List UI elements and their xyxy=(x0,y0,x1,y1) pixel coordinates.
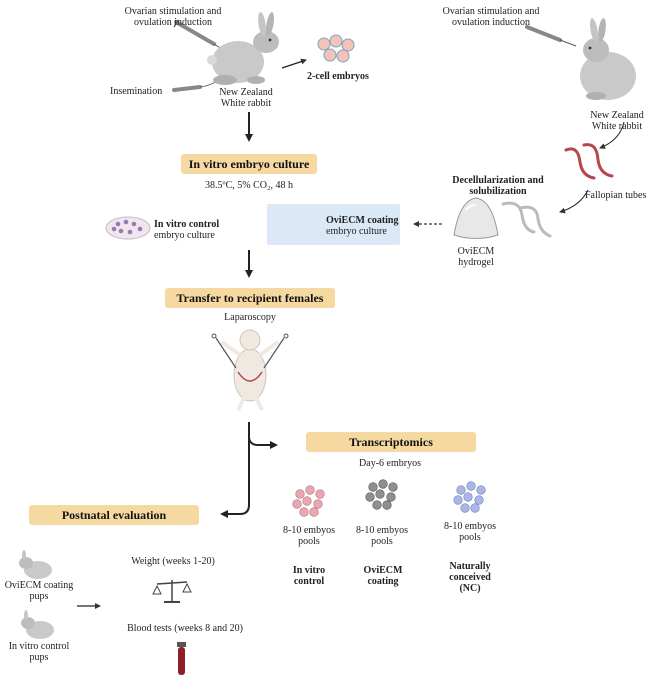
postnatal-banner: Postnatal evaluation xyxy=(29,505,199,525)
group-control: In vitro control xyxy=(292,565,326,587)
control-culture-label: In vitro control embryo culture xyxy=(154,219,219,241)
culture-banner: In vitro embryo culture xyxy=(181,154,317,174)
arrow-to-postnatal xyxy=(220,432,250,518)
decellularized-tubes-icon xyxy=(501,201,552,238)
rabbit-icon xyxy=(580,18,636,100)
scale-icon xyxy=(152,580,192,603)
ovarian-label-right: Ovarian stimulation and ovulation induct… xyxy=(442,6,540,28)
rabbit-label-left: New Zealand White rabbit xyxy=(219,87,273,109)
weight-label: Weight (weeks 1-20) xyxy=(131,556,215,567)
syringe-icon xyxy=(525,25,577,47)
pool-label-control: 8-10 embyos pools xyxy=(283,525,335,547)
day6-label: Day-6 embryos xyxy=(359,458,421,469)
embryos-label: 2-cell embryos xyxy=(307,71,369,82)
laparoscopy-label: Laparoscopy xyxy=(224,312,276,323)
arrow-to-fallopian xyxy=(599,121,625,149)
fallopian-tubes-icon xyxy=(564,143,614,180)
pup-icon xyxy=(19,550,52,579)
insemination-label: Insemination xyxy=(110,86,163,97)
group-coating: OviECM coating xyxy=(363,565,403,587)
embryos-icon xyxy=(317,34,355,63)
pool-label-nc: 8-10 embyos pools xyxy=(444,521,496,543)
pup-icon xyxy=(21,610,54,639)
pups-control-label: In vitro control pups xyxy=(8,641,70,663)
embryo-pool-nc-icon xyxy=(453,481,486,513)
culture-conditions: 38.5ºC, 5% CO₂, 48 h xyxy=(205,180,293,191)
hydrogel-label: OviECM hydrogel xyxy=(457,246,495,268)
rabbit-label-right: New Zealand White rabbit xyxy=(590,110,644,132)
coating-rest: embryo culture xyxy=(326,226,387,237)
decell-label: Decellularization and solubilization xyxy=(452,175,544,197)
pups-coating-label: OviECM coating pups xyxy=(4,580,74,602)
arrow-to-embryos xyxy=(281,58,307,69)
control-rest: embryo culture xyxy=(154,230,215,241)
coating-bold: OviECM coating xyxy=(326,215,399,226)
arrow-to-transcriptomics xyxy=(248,422,278,449)
rabbit-icon xyxy=(207,12,279,85)
control-bold: In vitro control xyxy=(154,219,220,230)
fallopian-label: Fallopian tubes xyxy=(585,190,647,201)
pool-label-coating: 8-10 embyos pools xyxy=(356,525,408,547)
transfer-banner: Transfer to recipient females xyxy=(165,288,335,308)
embryo-pool-coating-icon xyxy=(365,479,398,510)
coating-culture-label: OviECM coating embryo culture xyxy=(326,215,399,237)
hydrogel-icon xyxy=(453,197,499,239)
blood-tube-icon xyxy=(177,642,186,675)
arrow-to-decell xyxy=(559,189,589,214)
transcriptomics-banner: Transcriptomics xyxy=(306,432,476,452)
petri-dish-control-icon xyxy=(105,216,151,240)
ovarian-label-left: Ovarian stimulation and ovulation induct… xyxy=(124,6,222,28)
group-nc: Naturally conceived (NC) xyxy=(449,561,491,594)
blood-label: Blood tests (weeks 8 and 20) xyxy=(127,623,243,634)
embryo-pool-control-icon xyxy=(292,485,325,517)
oviecm-coating-box xyxy=(267,204,400,245)
laparoscopy-rabbit-icon xyxy=(211,329,289,411)
